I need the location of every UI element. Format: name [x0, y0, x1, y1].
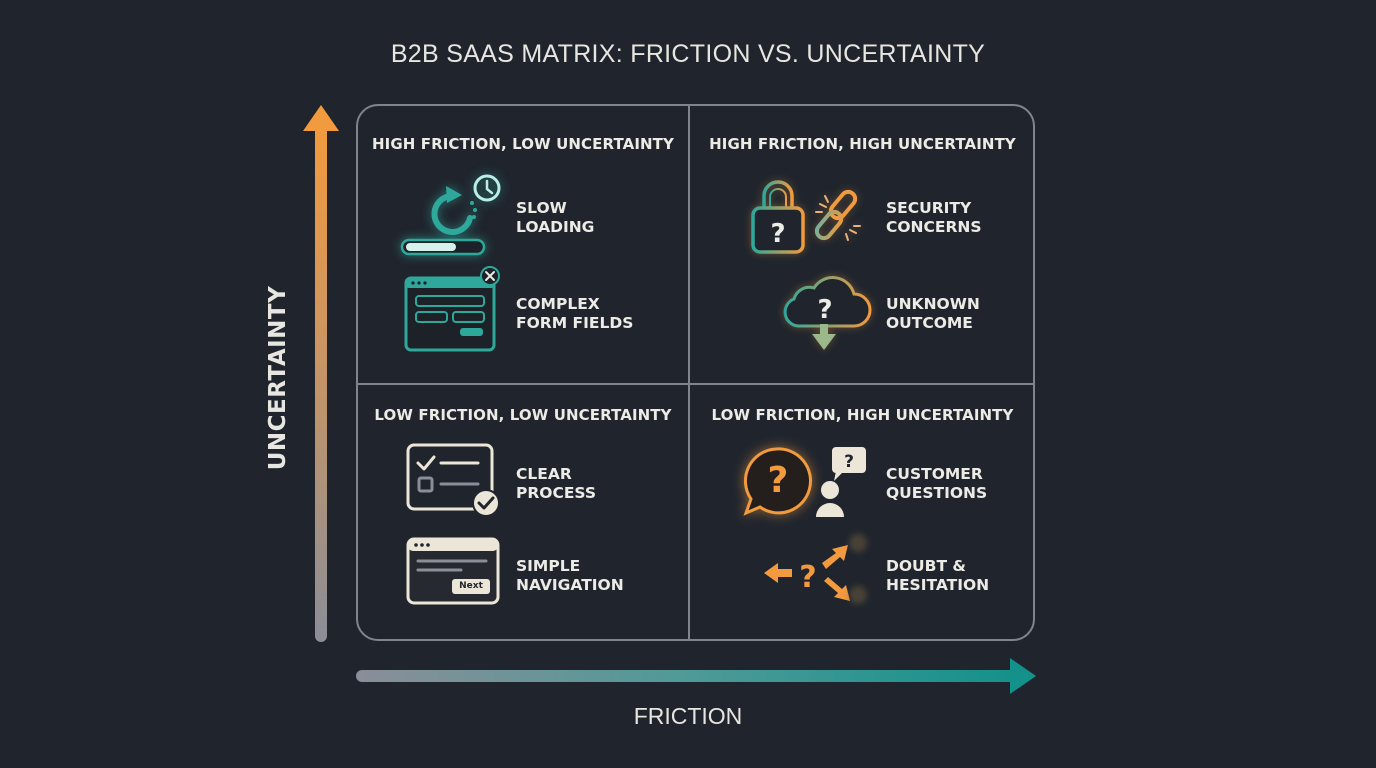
quadrant-high-friction-low-uncertainty: HIGH FRICTION, LOW UNCERTAINTY SLOW LOAD…	[358, 106, 688, 383]
arrow-right-icon	[356, 658, 1036, 694]
quadrant-title: HIGH FRICTION, LOW UNCERTAINTY	[372, 135, 674, 153]
page-title: B2B SAAS MATRIX: FRICTION VS. UNCERTAINT…	[390, 40, 986, 68]
svg-text:?: ?	[817, 295, 832, 325]
y-axis-label: UNCERTAINTY	[265, 285, 291, 471]
complex-form-window-icon	[404, 266, 504, 352]
quadrant-title: LOW FRICTION, LOW UNCERTAINTY	[374, 406, 672, 424]
item-label: SECURITY CONCERNS	[886, 199, 982, 236]
lock-question-broken-link-icon: ?	[750, 176, 874, 258]
svg-text:?: ?	[770, 219, 785, 249]
item-label: UNKNOWN OUTCOME	[886, 295, 980, 332]
quadrant-title: LOW FRICTION, HIGH UNCERTAINTY	[711, 406, 1014, 424]
quadrant-title: HIGH FRICTION, HIGH UNCERTAINTY	[709, 135, 1016, 153]
item-label: SLOW LOADING	[516, 199, 595, 236]
item-label: CUSTOMER QUESTIONS	[886, 465, 988, 502]
loading-spinner-clock-icon	[400, 170, 501, 256]
svg-text:?: ?	[799, 560, 816, 595]
quadrant-low-friction-high-uncertainty: LOW FRICTION, HIGH UNCERTAINTY ? ? CUSTO…	[690, 385, 1035, 641]
x-axis-arrow	[355, 658, 1037, 694]
browser-next-button-icon: Next	[406, 537, 500, 605]
y-axis-arrow	[303, 104, 339, 644]
matrix-grid: HIGH FRICTION, LOW UNCERTAINTY SLOW LOAD…	[356, 104, 1035, 641]
arrow-up-icon	[303, 105, 339, 642]
checklist-icon	[406, 443, 506, 523]
svg-text:?: ?	[844, 452, 854, 472]
item-label: CLEAR PROCESS	[516, 465, 597, 502]
item-label: DOUBT & HESITATION	[886, 557, 990, 594]
x-axis-label: FRICTION	[633, 703, 743, 729]
item-label: SIMPLE NAVIGATION	[516, 557, 624, 594]
cloud-question-download-icon: ?	[780, 272, 872, 352]
next-button-label: Next	[459, 581, 483, 591]
horizontal-divider	[358, 383, 1033, 385]
question-bubble-user-icon: ? ?	[742, 445, 872, 525]
quadrant-low-friction-low-uncertainty: LOW FRICTION, LOW UNCERTAINTY CLEAR PROC…	[358, 385, 688, 641]
svg-text:?: ?	[768, 460, 789, 501]
item-label: COMPLEX FORM FIELDS	[516, 295, 634, 332]
question-arrows-icon: ?	[762, 527, 882, 607]
quadrant-high-friction-high-uncertainty: HIGH FRICTION, HIGH UNCERTAINTY ?	[690, 106, 1035, 383]
vertical-divider	[688, 106, 690, 639]
